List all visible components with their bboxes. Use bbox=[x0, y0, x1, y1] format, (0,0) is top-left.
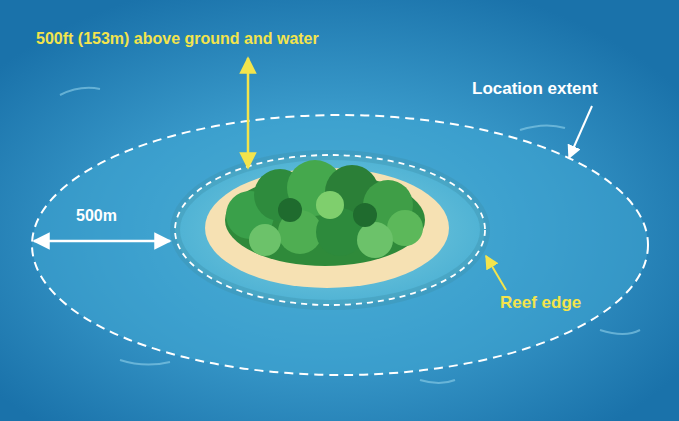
reef-label: Reef edge bbox=[500, 294, 581, 313]
height-arrow bbox=[247, 58, 250, 168]
location-extent-line bbox=[32, 115, 648, 375]
extent-leader bbox=[569, 106, 592, 158]
reef-leader bbox=[486, 256, 506, 290]
distance-arrow bbox=[34, 240, 170, 243]
reef-edge-line bbox=[175, 155, 485, 305]
distance-label: 500m bbox=[76, 207, 117, 225]
reef bbox=[175, 155, 485, 305]
extent-area bbox=[32, 115, 648, 375]
forest bbox=[225, 160, 425, 266]
extent-label: Location extent bbox=[472, 80, 598, 99]
height-label: 500ft (153m) above ground and water bbox=[36, 30, 319, 48]
